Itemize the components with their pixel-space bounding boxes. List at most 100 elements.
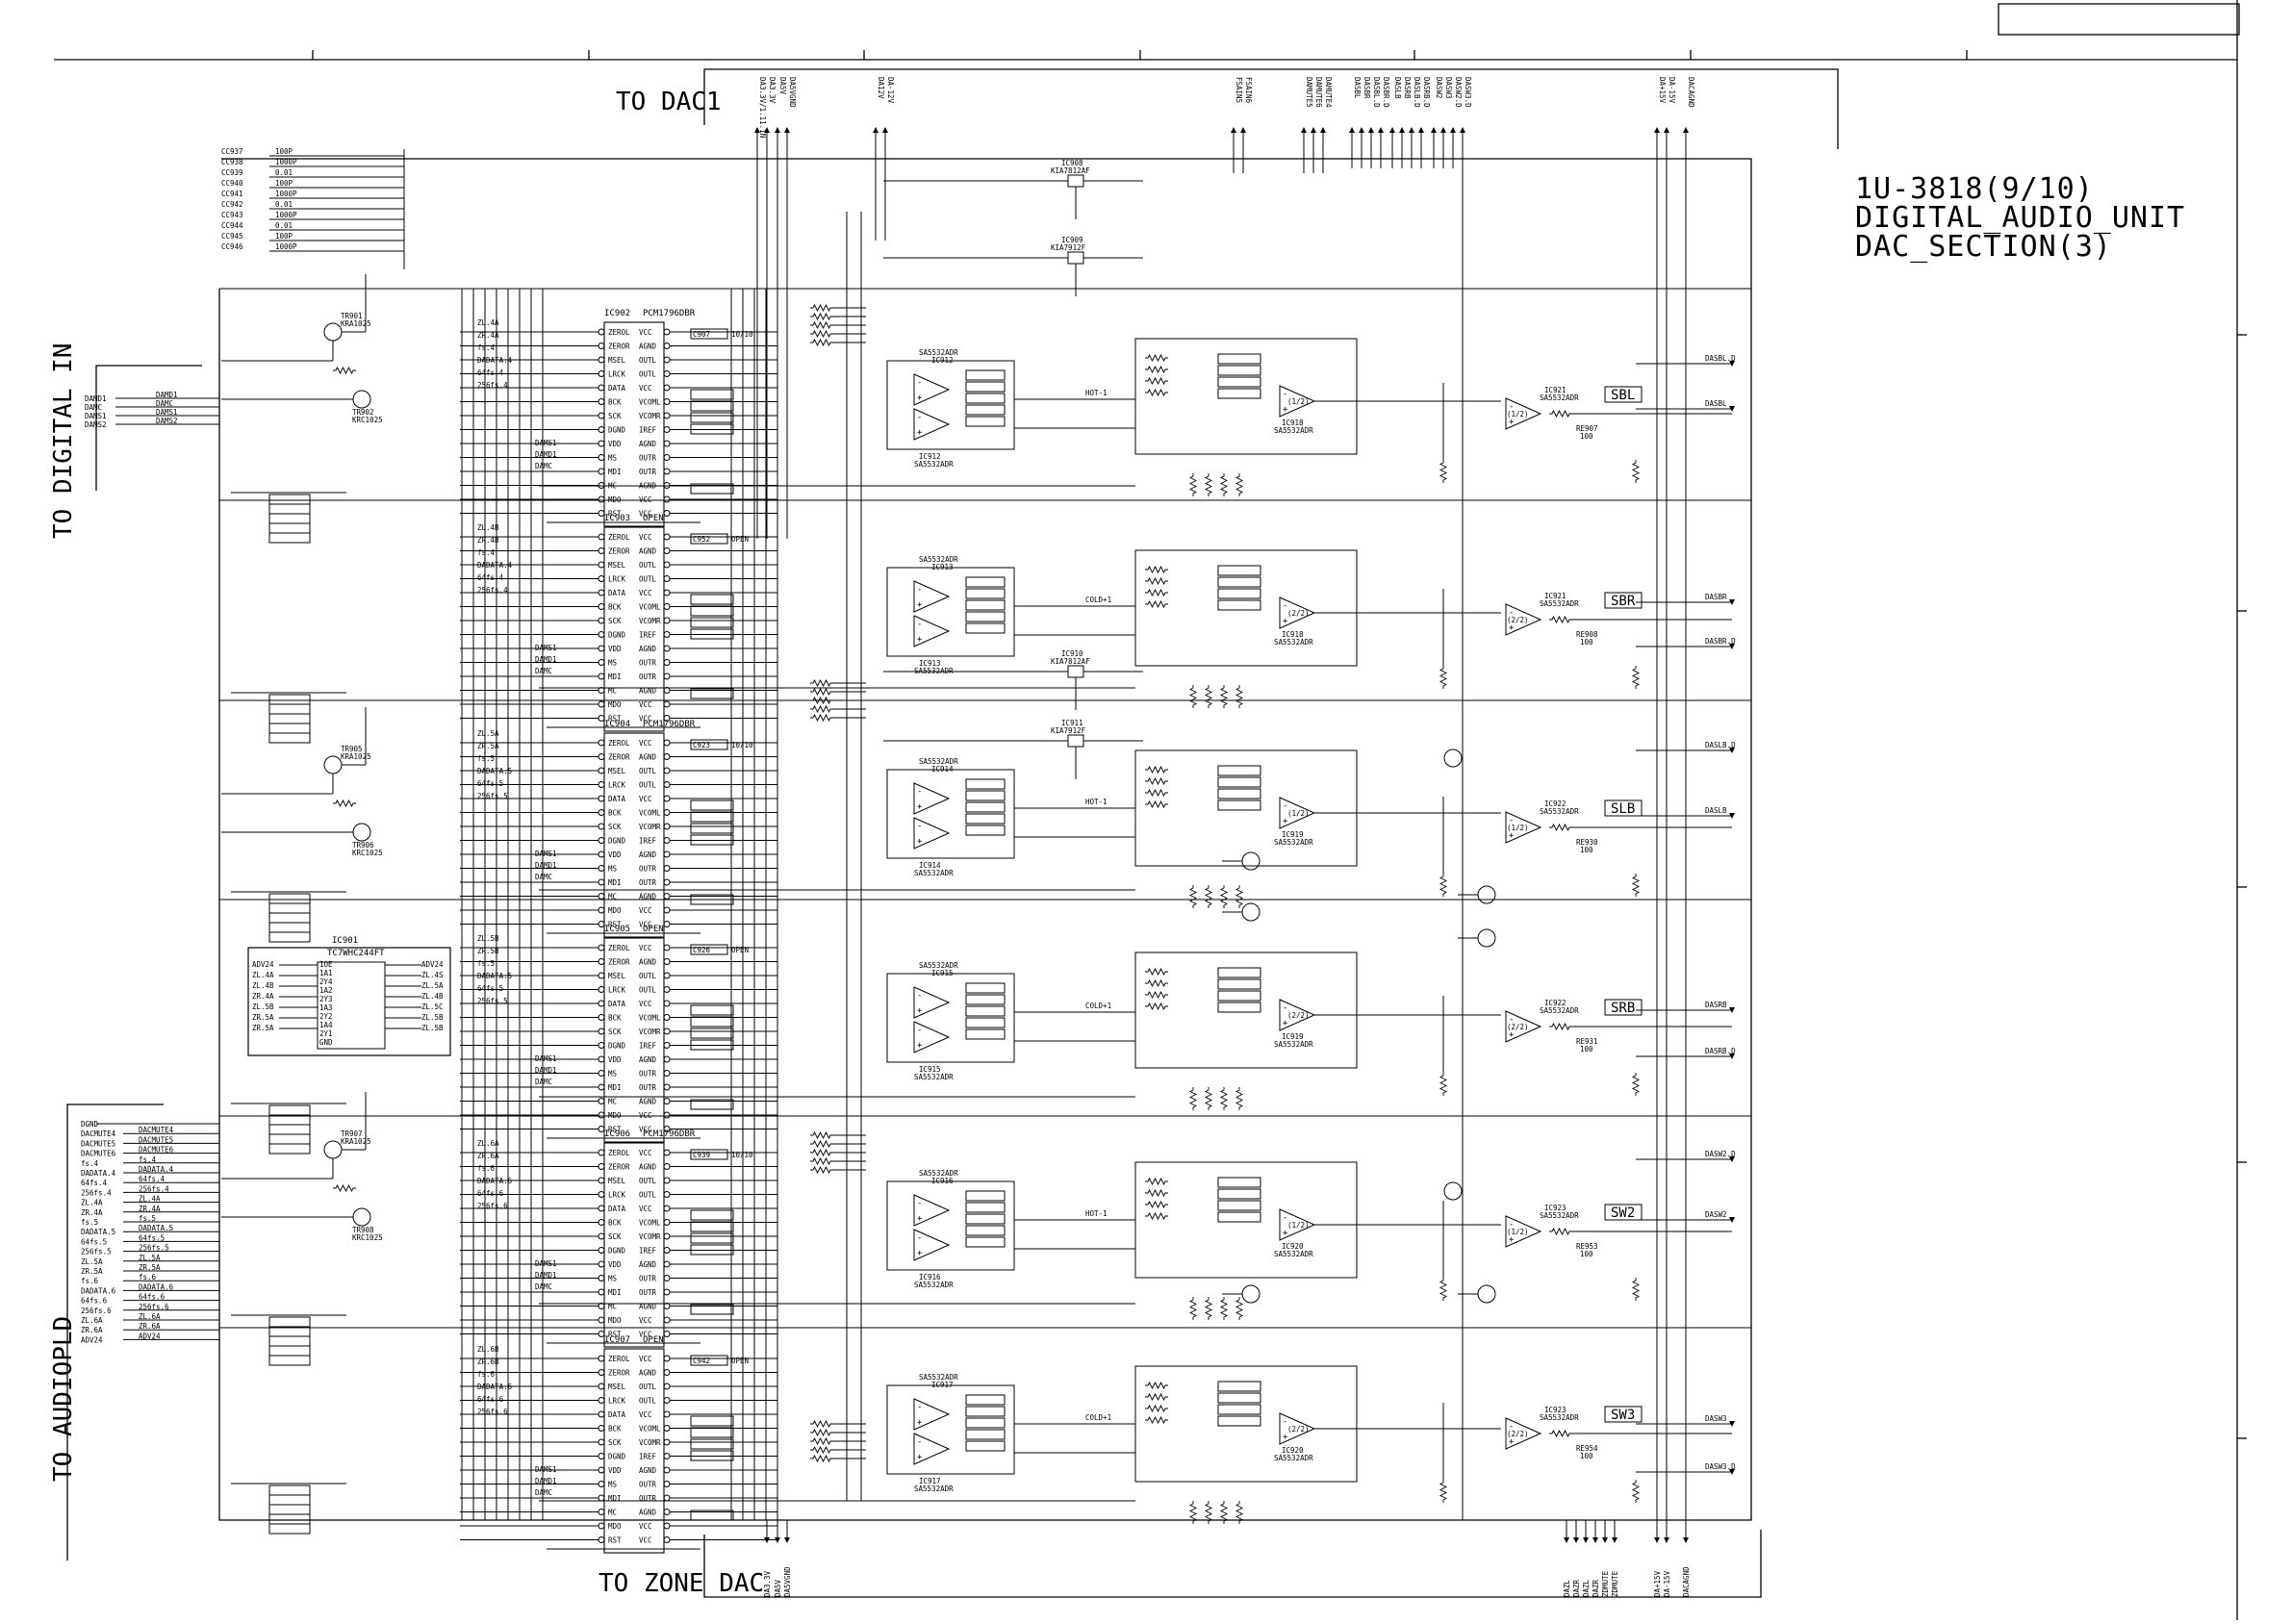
component-box — [1217, 776, 1261, 788]
output-label: SW3 — [1611, 1408, 1635, 1423]
opamp-ref: IC918 — [1282, 630, 1304, 639]
arrow — [1349, 127, 1355, 133]
transistor-symbol — [1241, 902, 1261, 922]
transistor-symbol — [352, 390, 371, 409]
pin-circle — [663, 823, 671, 830]
resistor — [810, 704, 833, 714]
opamp-ref: IC920 — [1282, 1242, 1304, 1251]
resistor — [1188, 1297, 1198, 1320]
dac-pin-right: IREF — [639, 426, 657, 435]
dac-pin-right: OUTL — [639, 370, 657, 379]
dac-pin-right: OUTR — [639, 1288, 657, 1297]
left-small-caps — [231, 492, 346, 1535]
pin-circle — [598, 1466, 605, 1474]
resistor — [1631, 1073, 1641, 1096]
resistor — [1631, 1278, 1641, 1301]
dac-pin-left: BCK — [608, 1219, 622, 1228]
pin-circle — [598, 700, 605, 708]
resistor — [1631, 666, 1641, 689]
dac-part: OPEN — [643, 1335, 664, 1345]
dac-ref: IC905 — [604, 925, 630, 934]
opamp-symbol: -+ — [913, 782, 951, 815]
cap-ref: CC940 — [221, 179, 243, 188]
dac-pin-right: VCC — [639, 715, 652, 723]
output-label: SBL — [1611, 388, 1635, 403]
dac-input-net: ZR.4B — [477, 536, 499, 545]
opamp-minus: - — [917, 413, 922, 422]
pin-circle — [663, 1247, 671, 1254]
resistor — [1145, 1200, 1168, 1209]
dac-cap-box — [690, 739, 728, 750]
digital-in-label: DAMD1 — [85, 394, 107, 403]
pin-circle — [598, 1098, 605, 1104]
opamp-plus: + — [1283, 817, 1288, 826]
resistor — [1145, 1002, 1168, 1011]
cap-box — [268, 694, 311, 705]
resistor — [1219, 473, 1229, 496]
resistor — [1145, 388, 1168, 397]
pin-circle — [663, 384, 671, 392]
resistor — [1145, 788, 1168, 798]
component-box — [1217, 978, 1261, 990]
pin-circle — [663, 468, 671, 475]
pin-circle — [663, 659, 671, 666]
header-to-audiopld: TO AUDIOPLD — [49, 1316, 78, 1482]
resistor — [1549, 615, 1572, 624]
dac-pin-left: MSEL — [608, 972, 626, 980]
arrow — [1431, 127, 1437, 133]
dac-pin-left: ZEROL — [608, 944, 630, 952]
dac-pin-right: IREF — [639, 1247, 657, 1256]
cap-box — [268, 902, 311, 914]
opamp-symbol: -+ — [1505, 1417, 1542, 1450]
top-connector-label: DASBL.D — [1372, 77, 1381, 108]
arrow — [1359, 127, 1364, 133]
dac-input-net: DADATA.4 — [477, 561, 513, 570]
resistor — [1204, 1087, 1213, 1110]
dac-pin-right: VCC — [639, 1000, 652, 1008]
opamp-triangle — [913, 408, 951, 441]
component-box — [1217, 1177, 1261, 1188]
component-box — [1217, 788, 1261, 799]
transistor-symbol — [1477, 928, 1496, 948]
cap-box — [268, 1345, 311, 1357]
dac-ctrl-net: DAMC — [535, 1488, 552, 1497]
output-res-ref: RE908 — [1576, 630, 1598, 639]
dac-pin-right: VCOML — [639, 809, 661, 818]
pin-circle — [663, 1042, 671, 1049]
opamp-plus: + — [1283, 405, 1288, 415]
cap-box — [268, 922, 311, 933]
dac-pin-left: ZEROL — [608, 1149, 630, 1157]
bottom-connector-label: ZDMUTE — [1601, 1570, 1610, 1597]
arrow — [754, 127, 760, 133]
ic901-left-net: ZR.4A — [252, 992, 274, 1001]
output-label: SW2 — [1611, 1205, 1635, 1221]
pin-circle — [663, 753, 671, 760]
dac-res-box — [690, 1232, 734, 1244]
resistor — [1145, 1177, 1168, 1186]
opamp-half: (2/2) — [1507, 1023, 1529, 1031]
opamp-minus: - — [1283, 1003, 1287, 1013]
opamp-part: SA5532ADR — [914, 667, 954, 675]
cap-box — [268, 1523, 311, 1535]
output-net-label: DASBL.D — [1705, 354, 1736, 363]
opamp-triangle — [1279, 596, 1316, 629]
top-connector-label: DA5V — [778, 77, 787, 95]
component-box — [1217, 1381, 1261, 1392]
dac-res-box — [690, 1450, 734, 1461]
dac-pin-left: ZEROL — [608, 1355, 630, 1363]
cap-ref: CC942 — [221, 200, 243, 209]
resistor — [1235, 1501, 1244, 1524]
digital-in-net: DAMC — [156, 399, 173, 408]
dac-pin-right: OUTR — [639, 454, 657, 463]
dac-body — [603, 321, 665, 527]
ic901-right-net: ZL.5A — [421, 981, 444, 990]
opamp-part: SA5532ADR — [919, 961, 958, 970]
dac-input-net: fs.5 — [477, 959, 495, 968]
ic901-right-net: ADV24 — [421, 960, 444, 969]
opamp-ref: IC918 — [1282, 419, 1304, 427]
component-box — [965, 982, 1006, 994]
